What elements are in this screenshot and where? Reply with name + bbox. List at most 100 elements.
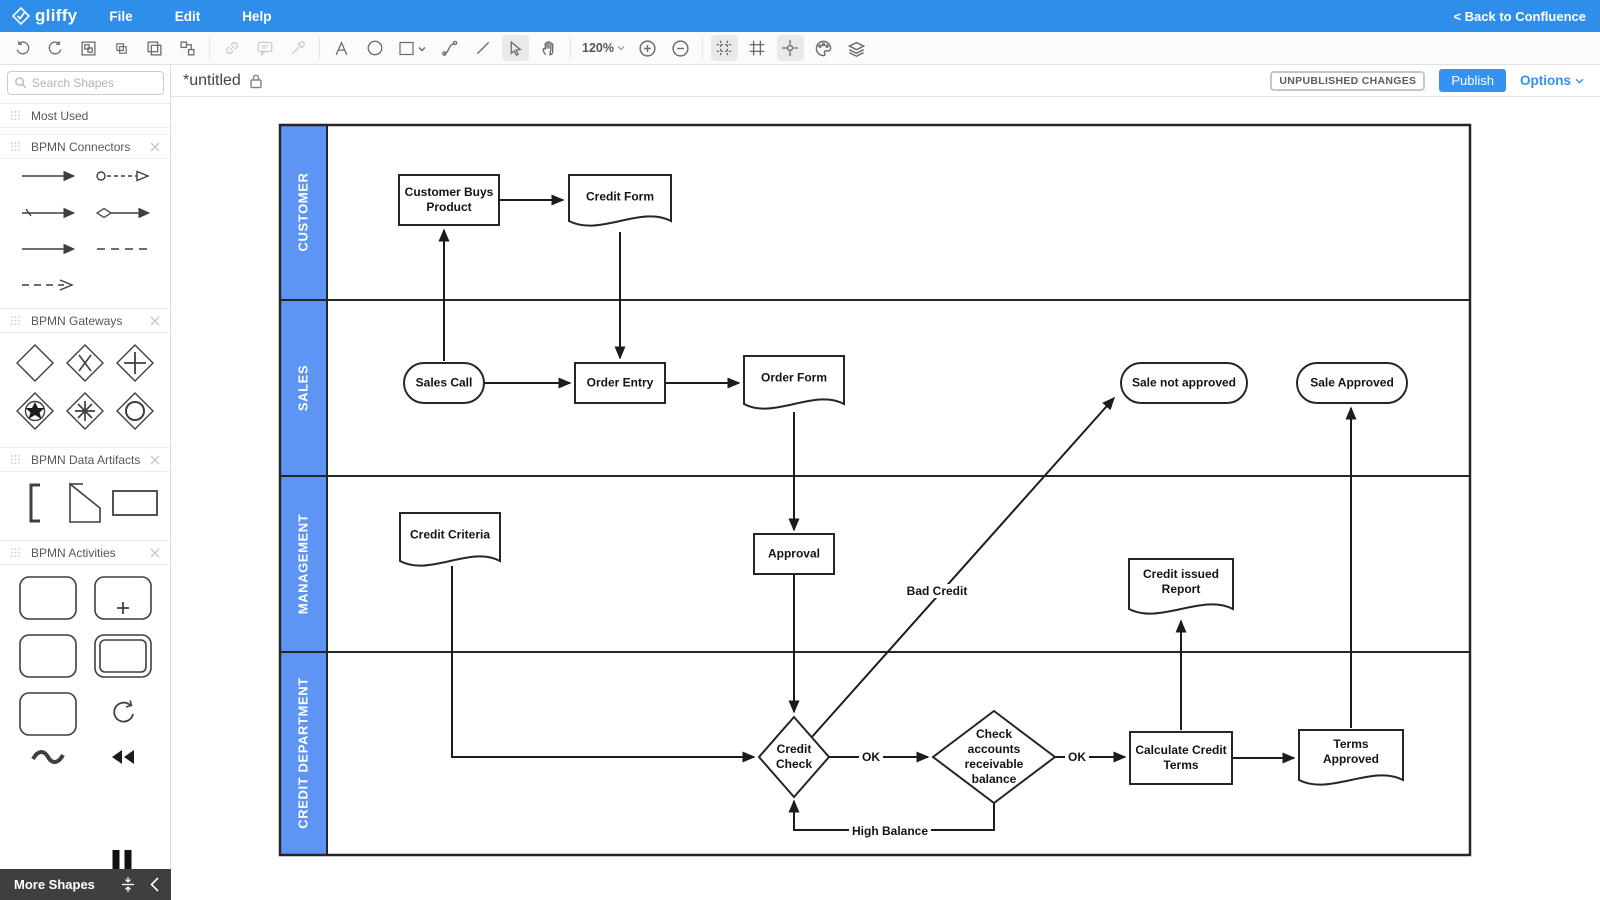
shape-conditional-flow[interactable]	[95, 206, 151, 220]
edge-label-ok-1[interactable]: OK	[859, 750, 883, 764]
swimlane-headers[interactable]	[279, 124, 328, 856]
shape-task-plain[interactable]	[18, 633, 78, 679]
drag-handle-icon[interactable]	[10, 547, 21, 558]
label-terms-approved[interactable]: Terms Approved	[1322, 737, 1379, 766]
drag-handle-icon[interactable]	[10, 110, 21, 121]
shape-gateway-complex[interactable]	[65, 391, 105, 431]
shape-dashed-line[interactable]	[95, 243, 151, 255]
menu-help[interactable]: Help	[242, 8, 272, 24]
close-icon[interactable]	[150, 142, 160, 152]
group-button[interactable]	[75, 35, 102, 61]
label-check-accounts[interactable]: Check accounts receivable balance	[964, 727, 1024, 786]
edge-label-ok-2[interactable]: OK	[1065, 750, 1089, 764]
section-bpmn-gateways[interactable]: BPMN Gateways	[0, 308, 170, 333]
shape-gateway-complex-filled[interactable]	[15, 391, 55, 431]
label-credit-form[interactable]: Credit Form	[585, 189, 654, 204]
shape-sequence-flow[interactable]	[20, 243, 76, 255]
shape-loop-marker[interactable]	[108, 699, 138, 729]
search-shapes-input[interactable]	[7, 71, 164, 95]
close-icon[interactable]	[150, 316, 160, 326]
link-button[interactable]	[218, 35, 245, 61]
snap-grid-toggle[interactable]	[710, 35, 738, 61]
shape-group-bracket[interactable]	[26, 483, 44, 523]
section-most-used[interactable]: Most Used	[0, 103, 170, 128]
theme-button[interactable]	[810, 35, 837, 61]
lane-label-sales[interactable]: SALES	[295, 364, 311, 412]
label-credit-criteria[interactable]: Credit Criteria	[409, 527, 491, 542]
flow-connectors[interactable]	[438, 194, 1357, 831]
edge-label-bad-credit[interactable]: Bad Credit	[903, 584, 971, 598]
guides-toggle[interactable]	[776, 35, 804, 61]
shape-compensation-marker[interactable]	[110, 749, 136, 765]
options-menu[interactable]: Options	[1520, 73, 1584, 88]
eyedropper-button[interactable]	[284, 35, 311, 61]
text-tool[interactable]	[328, 35, 355, 61]
close-icon[interactable]	[150, 548, 160, 558]
zoom-level-select[interactable]: 120%	[582, 41, 625, 55]
shape-adhoc-marker[interactable]	[30, 749, 66, 765]
chevron-left-icon[interactable]	[150, 877, 159, 892]
shape-gateway[interactable]	[15, 343, 55, 383]
shape-transaction[interactable]	[93, 633, 153, 679]
shape-gateway-inclusive[interactable]	[115, 391, 155, 431]
document-title[interactable]: *untitled	[183, 71, 241, 89]
shape-subprocess[interactable]	[93, 575, 153, 621]
collapse-panel-icon[interactable]	[120, 876, 136, 893]
publish-button[interactable]: Publish	[1439, 69, 1506, 92]
label-calculate-credit-terms[interactable]: Calculate Credit Terms	[1135, 743, 1227, 772]
menu-file[interactable]: File	[109, 8, 133, 24]
more-shapes-bar[interactable]: More Shapes	[0, 869, 171, 900]
section-bpmn-activities[interactable]: BPMN Activities	[0, 540, 170, 565]
shape-solid-arrow[interactable]	[20, 170, 76, 182]
shape-task[interactable]	[18, 575, 78, 621]
shape-data-object[interactable]	[67, 482, 103, 524]
pointer-tool[interactable]	[502, 35, 529, 61]
label-approval[interactable]: Approval	[767, 546, 820, 561]
back-to-confluence-link[interactable]: < Back to Confluence	[1453, 8, 1586, 24]
drag-handle-icon[interactable]	[10, 141, 21, 152]
lane-label-customer[interactable]: CUSTOMER	[295, 172, 311, 252]
edge-label-high-balance[interactable]: High Balance	[848, 824, 932, 838]
undo-button[interactable]	[9, 35, 36, 61]
close-icon[interactable]	[150, 455, 160, 465]
shape-rectangle[interactable]	[111, 489, 159, 517]
label-order-form[interactable]: Order Form	[760, 370, 827, 385]
shape-gateway-exclusive[interactable]	[65, 343, 105, 383]
label-sale-approved[interactable]: Sale Approved	[1310, 375, 1394, 390]
zoom-in-button[interactable]	[634, 35, 661, 61]
section-bpmn-connectors[interactable]: BPMN Connectors	[0, 134, 170, 159]
label-credit-issued-report[interactable]: Credit issued Report	[1142, 567, 1220, 596]
layers-button[interactable]	[843, 35, 870, 61]
label-credit-check[interactable]: Credit Check	[775, 742, 813, 771]
drag-handle-icon[interactable]	[10, 315, 21, 326]
shape-gateway-parallel[interactable]	[115, 343, 155, 383]
line-tool[interactable]	[469, 35, 496, 61]
lane-label-credit-department[interactable]: CREDIT DEPARTMENT	[295, 677, 311, 829]
shape-task-plain2[interactable]	[18, 691, 78, 737]
label-sales-call[interactable]: Sales Call	[415, 375, 473, 390]
menu-edit[interactable]: Edit	[174, 8, 201, 24]
section-bpmn-data-artifacts[interactable]: BPMN Data Artifacts	[0, 447, 170, 472]
drag-handle-icon[interactable]	[10, 454, 21, 465]
zoom-out-button[interactable]	[667, 35, 694, 61]
redo-button[interactable]	[42, 35, 69, 61]
comment-button[interactable]	[251, 35, 278, 61]
label-order-entry[interactable]: Order Entry	[586, 375, 654, 390]
shape-dashed-arrow[interactable]	[20, 278, 76, 292]
label-sale-not-approved[interactable]: Sale not approved	[1131, 375, 1237, 390]
shape-message-flow[interactable]	[95, 169, 151, 183]
shape-tool[interactable]	[394, 35, 430, 61]
shape-default-flow[interactable]	[20, 207, 76, 219]
copy-button[interactable]	[108, 35, 135, 61]
pan-tool[interactable]	[535, 35, 562, 61]
connector-tool[interactable]	[436, 35, 463, 61]
arrange-button[interactable]	[174, 35, 201, 61]
shape-pause-marker[interactable]	[108, 850, 142, 872]
lane-label-management[interactable]: MANAGEMENT	[295, 513, 311, 615]
duplicate-button[interactable]	[141, 35, 168, 61]
label-customer-buys-product[interactable]: Customer Buys Product	[404, 185, 494, 214]
flow-nodes[interactable]	[398, 174, 1408, 805]
ellipse-tool[interactable]	[361, 35, 388, 61]
grid-toggle[interactable]	[744, 35, 771, 61]
